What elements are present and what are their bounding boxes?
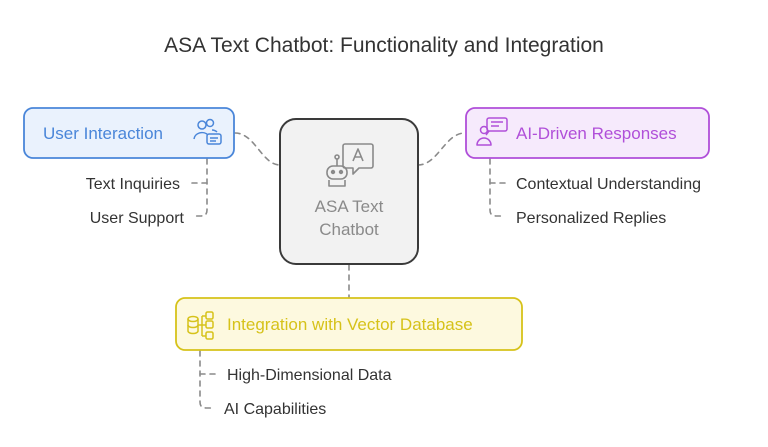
ai-responses-node: AI-Driven Responses <box>465 107 710 159</box>
center-node: ASA Text Chatbot <box>279 118 419 265</box>
connector-user-support <box>191 158 208 217</box>
user-interaction-label: User Interaction <box>43 124 163 143</box>
connector-user-interaction <box>234 132 281 166</box>
user-interaction-node: User Interaction <box>23 107 235 159</box>
integration-label: Integration with Vector Database <box>227 315 473 334</box>
center-node-label-line1: ASA Text <box>315 197 384 216</box>
ai-responses-item-2: Personalized Replies <box>516 210 666 227</box>
robot-chat-icon <box>326 143 374 187</box>
ai-responses-label: AI-Driven Responses <box>516 124 677 143</box>
integration-node: Integration with Vector Database <box>175 297 523 351</box>
center-node-label-line2: Chatbot <box>319 220 379 239</box>
connector-personalized-replies <box>489 158 506 217</box>
presenter-chat-icon <box>476 117 508 146</box>
connectors <box>191 132 506 409</box>
user-interaction-item-1: Text Inquiries <box>86 176 180 193</box>
users-chat-icon <box>193 118 222 145</box>
connector-ai-responses <box>417 132 466 166</box>
integration-item-2: AI Capabilities <box>224 401 326 418</box>
integration-item-1: High-Dimensional Data <box>227 367 392 384</box>
connector-ai-capabilities <box>199 350 215 409</box>
user-interaction-item-2: User Support <box>90 210 185 227</box>
database-network-icon <box>187 311 214 340</box>
ai-responses-item-1: Contextual Understanding <box>516 176 701 193</box>
diagram-title: ASA Text Chatbot: Functionality and Inte… <box>164 34 604 57</box>
